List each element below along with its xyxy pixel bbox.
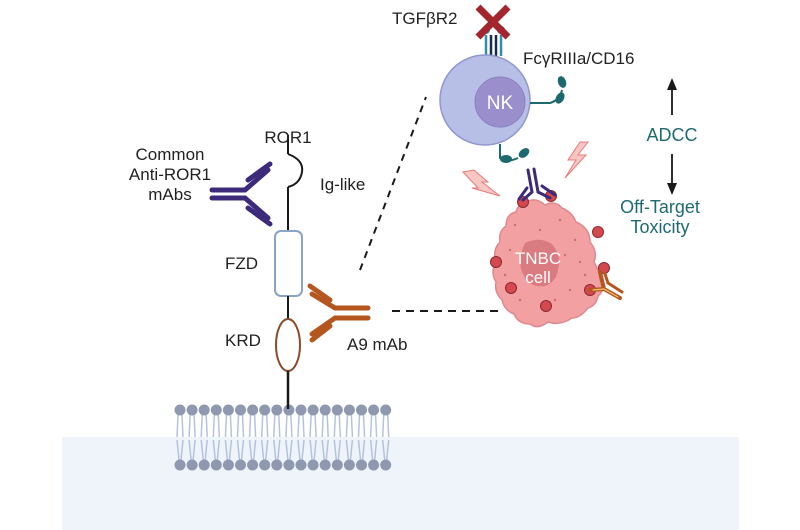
cd16-receptor-side bbox=[530, 76, 567, 104]
speckle bbox=[563, 253, 567, 257]
adcc-arrow-up bbox=[667, 78, 677, 115]
speckle bbox=[568, 288, 572, 292]
krd-label: KRD bbox=[225, 331, 261, 350]
ror1-receptor bbox=[274, 135, 304, 409]
off-target-label-line1: Off-Target bbox=[620, 197, 700, 217]
tgfbr2-label: TGFβR2 bbox=[392, 9, 458, 28]
ror1-label: ROR1 bbox=[264, 128, 311, 147]
antigen-dot bbox=[540, 300, 552, 312]
speckle bbox=[513, 223, 517, 227]
lipid bbox=[259, 404, 271, 471]
lipid bbox=[343, 404, 355, 471]
lipid bbox=[186, 404, 198, 471]
lipid bbox=[368, 404, 380, 471]
antigen-dot bbox=[490, 256, 502, 268]
fzd-label: FZD bbox=[225, 254, 258, 273]
speckle bbox=[558, 218, 562, 222]
nk-label: NK bbox=[487, 93, 514, 114]
common-anti-ror1-mab bbox=[209, 161, 273, 227]
intracellular-region bbox=[62, 437, 739, 530]
speckle bbox=[518, 298, 522, 302]
lipid bbox=[247, 404, 259, 471]
antigen-dot bbox=[592, 226, 604, 238]
lipid bbox=[295, 404, 307, 471]
a9-mab-label: A9 mAb bbox=[347, 335, 407, 354]
cell-membrane bbox=[174, 404, 392, 471]
off-target-label-line2: Toxicity bbox=[630, 217, 689, 237]
lipid bbox=[174, 404, 186, 471]
tnbc-label-line2: cell bbox=[525, 268, 551, 287]
speckle bbox=[573, 238, 577, 242]
speckle bbox=[503, 273, 507, 277]
speckle bbox=[508, 248, 512, 252]
speckle bbox=[538, 228, 542, 232]
toxicity-arrow-down bbox=[667, 154, 677, 195]
lipid bbox=[210, 404, 222, 471]
lipid bbox=[283, 404, 295, 471]
lipid bbox=[331, 404, 343, 471]
tnbc-label-line1: TNBC bbox=[515, 249, 561, 268]
fzd-domain bbox=[274, 230, 303, 297]
cd16-label: FcγRIIIa/CD16 bbox=[523, 49, 634, 68]
lipid bbox=[222, 404, 234, 471]
lightning-bolt-icon bbox=[462, 169, 501, 197]
nk-nucleus bbox=[474, 76, 526, 128]
cytoplasm-speckles bbox=[503, 218, 587, 302]
ig-like-label: Ig-like bbox=[320, 175, 365, 194]
a9-mab bbox=[307, 283, 371, 343]
tnbc-nucleus bbox=[520, 239, 560, 287]
blocked-x-icon bbox=[475, 4, 511, 40]
ig-like-domain bbox=[287, 153, 304, 188]
lipid bbox=[356, 404, 367, 471]
lipid bbox=[319, 404, 331, 471]
adcc-label: ADCC bbox=[646, 125, 697, 145]
antigen-dot bbox=[505, 282, 517, 294]
common-mab-label-line1: Common bbox=[136, 145, 205, 164]
common-mab-label-line3: mAbs bbox=[148, 185, 191, 204]
lipid bbox=[198, 404, 210, 471]
bound-common-mab bbox=[517, 167, 557, 202]
lipid bbox=[380, 404, 392, 471]
speckle bbox=[553, 298, 557, 302]
cd16-receptor-bottom bbox=[499, 144, 530, 163]
common-mab-label-line2: Anti-ROR1 bbox=[129, 165, 211, 184]
lipid bbox=[271, 404, 283, 471]
ror1-antigens bbox=[490, 190, 610, 312]
bound-a9-mab bbox=[588, 270, 624, 300]
lightning-bolt-icon bbox=[564, 141, 590, 179]
krd-domain bbox=[275, 318, 301, 372]
lipid bbox=[235, 404, 246, 471]
speckle bbox=[583, 273, 587, 277]
speckle bbox=[578, 260, 582, 264]
lipid bbox=[307, 404, 319, 471]
zoom-connector-upper bbox=[359, 96, 427, 271]
